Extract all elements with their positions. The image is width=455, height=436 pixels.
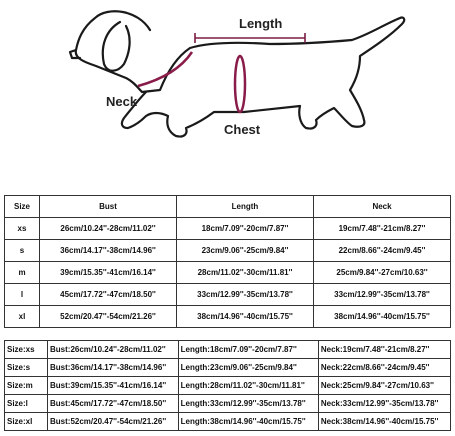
cell-size: Size:xs: [4, 340, 48, 359]
cell-bust: Bust:39cm/15.35''-41cm/16.14'': [47, 376, 179, 395]
table-row: Size:xl Bust:52cm/20.47''-54cm/21.26'' L…: [4, 412, 452, 431]
cell-length: Length:38cm/14.96''-40cm/15.75'': [177, 412, 319, 431]
table-row: l 45cm/17.72''-47cm/18.50'' 33cm/12.99''…: [4, 283, 451, 306]
cell-neck: Neck:33cm/12.99''-35cm/13.78'': [317, 394, 452, 413]
header-size: Size: [4, 195, 40, 218]
table-header-row: Size Bust Length Neck: [4, 195, 451, 218]
cell-size: m: [4, 261, 40, 284]
cell-size: Size:xl: [4, 412, 48, 431]
cell-length: Length:33cm/12.99''-35cm/13.78'': [177, 394, 319, 413]
cell-neck: Neck:19cm/7.48''-21cm/8.27'': [317, 340, 452, 359]
cell-neck: 19cm/7.48''-21cm/8.27'': [313, 217, 451, 240]
cell-bust: 26cm/10.24''-28cm/11.02'': [39, 217, 177, 240]
cell-length: Length:23cm/9.06''-25cm/9.84'': [177, 358, 319, 377]
cell-bust: Bust:26cm/10.24''-28cm/11.02'': [47, 340, 179, 359]
cell-size: Size:l: [4, 394, 48, 413]
table-row: Size:m Bust:39cm/15.35''-41cm/16.14'' Le…: [4, 376, 452, 395]
dog-measurement-diagram: [68, 10, 406, 138]
cell-length: 38cm/14.96''-40cm/15.75'': [176, 305, 314, 328]
chest-line: [233, 54, 247, 114]
cell-size: l: [4, 283, 40, 306]
cell-length: 23cm/9.06''-25cm/9.84'': [176, 239, 314, 262]
cell-length: Length:18cm/7.09''-20cm/7.87'': [177, 340, 319, 359]
chest-label: Chest: [224, 122, 261, 137]
table-row: Size:s Bust:36cm/14.17''-38cm/14.96'' Le…: [4, 358, 452, 377]
cell-bust: 52cm/20.47''-54cm/21.26'': [39, 305, 177, 328]
table-row: Size:l Bust:45cm/17.72''-47cm/18.50'' Le…: [4, 394, 452, 413]
cell-neck: 33cm/12.99''-35cm/13.78'': [313, 283, 451, 306]
header-neck: Neck: [313, 195, 451, 218]
dog-outline: [74, 10, 406, 138]
cell-neck: Neck:38cm/14.96''-40cm/15.75'': [317, 412, 452, 431]
cell-neck: 25cm/9.84''-27cm/10.63'': [313, 261, 451, 284]
cell-length: 33cm/12.99''-35cm/13.78'': [176, 283, 314, 306]
size-chart-table: Size Bust Length Neck xs 26cm/10.24''-28…: [4, 195, 451, 328]
header-bust: Bust: [39, 195, 177, 218]
cell-size: xs: [4, 217, 40, 240]
cell-neck: 22cm/8.66''-24cm/9.45'': [313, 239, 451, 262]
cell-length: 28cm/11.02''-30cm/11.81'': [176, 261, 314, 284]
table-row: xs 26cm/10.24''-28cm/11.02'' 18cm/7.09''…: [4, 217, 451, 240]
cell-neck: Neck:25cm/9.84''-27cm/10.63'': [317, 376, 452, 395]
cell-size: s: [4, 239, 40, 262]
cell-length: Length:28cm/11.02''-30cm/11.81'': [177, 376, 319, 395]
nose-outline: [68, 48, 82, 60]
cell-neck: 38cm/14.96''-40cm/15.75'': [313, 305, 451, 328]
neck-line: [137, 51, 194, 88]
neck-label: Neck: [106, 94, 138, 109]
table-row: m 39cm/15.35''-41cm/16.14'' 28cm/11.02''…: [4, 261, 451, 284]
ear-outline: [101, 20, 131, 72]
cell-bust: Bust:52cm/20.47''-54cm/21.26'': [47, 412, 179, 431]
cell-size: Size:s: [4, 358, 48, 377]
cell-bust: 36cm/14.17''-38cm/14.96'': [39, 239, 177, 262]
cell-size: xl: [4, 305, 40, 328]
cell-bust: Bust:45cm/17.72''-47cm/18.50'': [47, 394, 179, 413]
cell-bust: 45cm/17.72''-47cm/18.50'': [39, 283, 177, 306]
cell-length: 18cm/7.09''-20cm/7.87'': [176, 217, 314, 240]
table-row: s 36cm/14.17''-38cm/14.96'' 23cm/9.06''-…: [4, 239, 451, 262]
cell-neck: Neck:22cm/8.66''-24cm/9.45'': [317, 358, 452, 377]
cell-bust: 39cm/15.35''-41cm/16.14'': [39, 261, 177, 284]
table-row: xl 52cm/20.47''-54cm/21.26'' 38cm/14.96'…: [4, 305, 451, 328]
header-length: Length: [176, 195, 314, 218]
size-detail-table: Size:xs Bust:26cm/10.24''-28cm/11.02'' L…: [4, 340, 452, 431]
cell-bust: Bust:36cm/14.17''-38cm/14.96'': [47, 358, 179, 377]
length-label: Length: [239, 16, 283, 31]
table-row: Size:xs Bust:26cm/10.24''-28cm/11.02'' L…: [4, 340, 452, 359]
cell-size: Size:m: [4, 376, 48, 395]
